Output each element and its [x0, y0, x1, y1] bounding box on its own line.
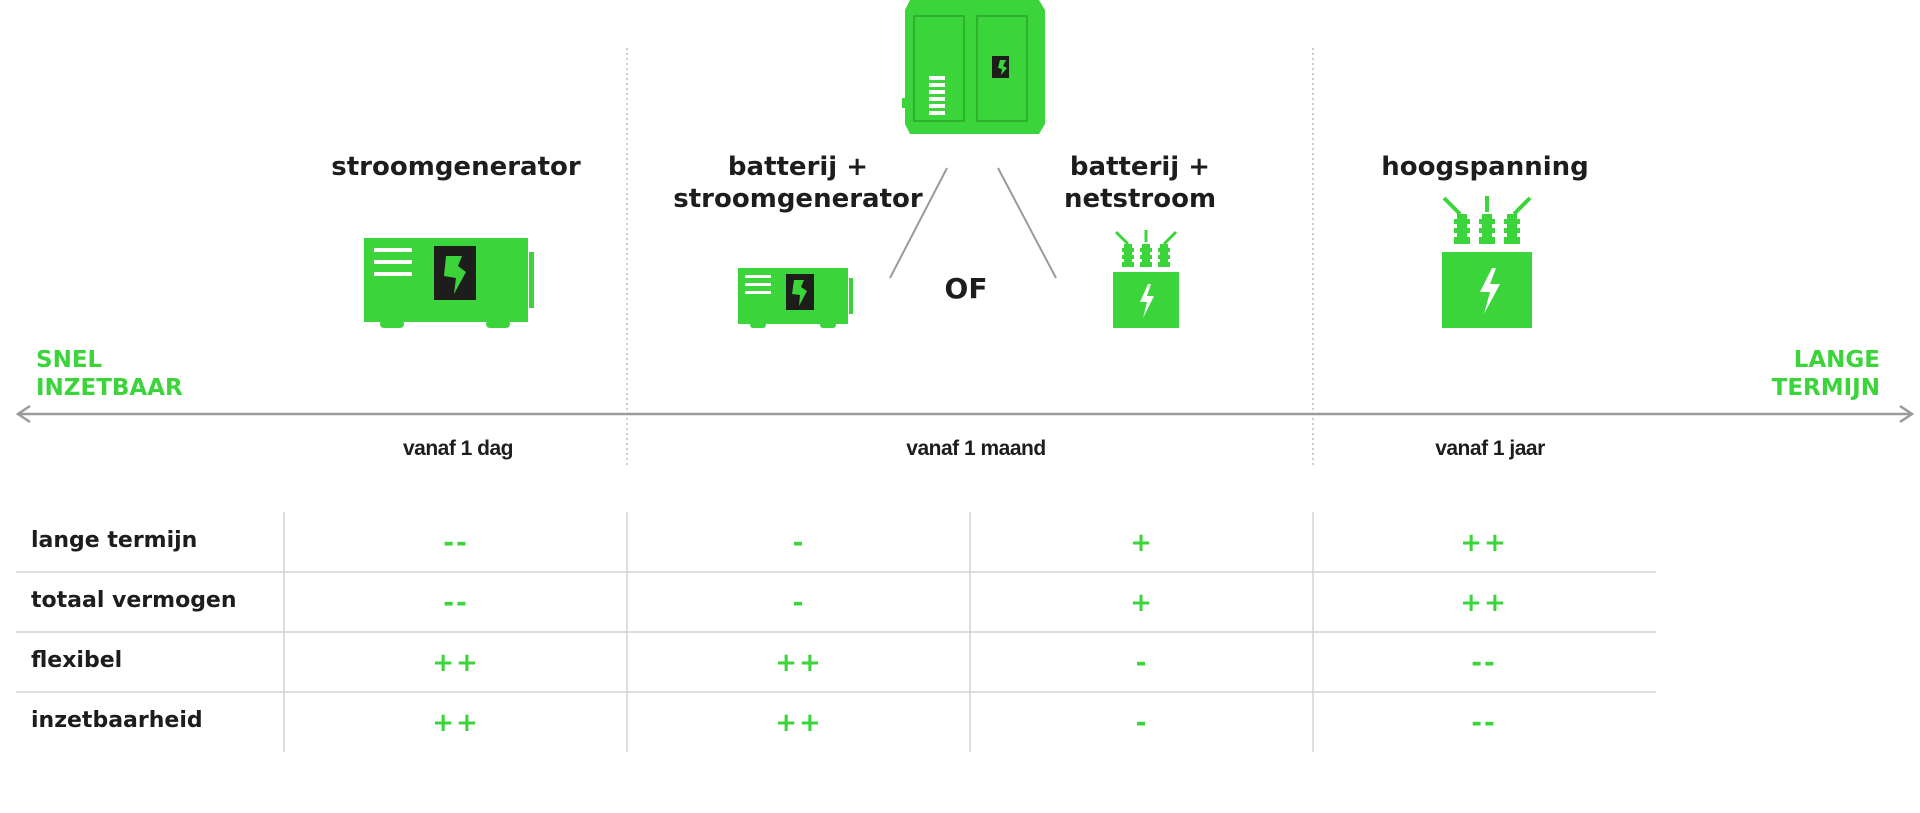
transformer-icon: [1442, 196, 1532, 328]
row-label-inzetbaarheid: inzetbaarheid: [31, 708, 203, 733]
option-title-high-voltage: hoogspanning: [1381, 152, 1589, 182]
score-cell: -: [792, 528, 806, 558]
score-cell: -: [792, 588, 806, 618]
generator-icon: [364, 238, 534, 328]
score-cell: --: [1471, 648, 1497, 678]
row-label-flexibel: flexibel: [31, 648, 123, 673]
axis-right-label: LANGE TERMIJN: [1771, 347, 1880, 401]
score-cell: --: [443, 588, 469, 618]
score-cell: --: [443, 528, 469, 558]
score-cell: +: [1130, 588, 1154, 618]
row-label-lange-termijn: lange termijn: [31, 528, 198, 553]
axis-right-arrow: [1899, 404, 1915, 424]
branch-line-right: [997, 167, 1057, 279]
score-cell: ++: [775, 708, 823, 738]
timeline-label-year: vanaf 1 jaar: [1435, 437, 1545, 460]
score-cell: ++: [432, 648, 480, 678]
score-cell: ++: [432, 708, 480, 738]
battery-container-icon: [902, 0, 1045, 134]
or-label: OF: [944, 272, 988, 305]
score-cell: -: [1135, 648, 1149, 678]
option-title-battery-grid: batterij + netstroom: [1063, 152, 1217, 214]
score-cell: +: [1130, 528, 1154, 558]
score-cell: -: [1135, 708, 1149, 738]
option-title-generator: stroomgenerator: [331, 152, 581, 182]
score-cell: --: [1471, 708, 1497, 738]
timeline-label-month: vanaf 1 maand: [906, 437, 1046, 460]
option-title-battery-generator: batterij + stroomgenerator: [673, 152, 923, 214]
table-grid: [16, 512, 1656, 752]
score-cell: ++: [775, 648, 823, 678]
axis-left-arrow: [15, 404, 31, 424]
branch-line-left: [889, 167, 948, 279]
timeline-label-day: vanaf 1 dag: [402, 437, 514, 460]
axis-left-label: SNEL INZETBAAR: [36, 347, 183, 401]
score-cell: ++: [1460, 528, 1508, 558]
row-label-totaal-vermogen: totaal vermogen: [31, 588, 237, 613]
comparison-table: lange termijn -- - + ++ totaal vermogen …: [16, 512, 1656, 752]
small-generator-icon: [738, 268, 853, 328]
small-transformer-icon: [1113, 230, 1179, 328]
score-cell: ++: [1460, 588, 1508, 618]
